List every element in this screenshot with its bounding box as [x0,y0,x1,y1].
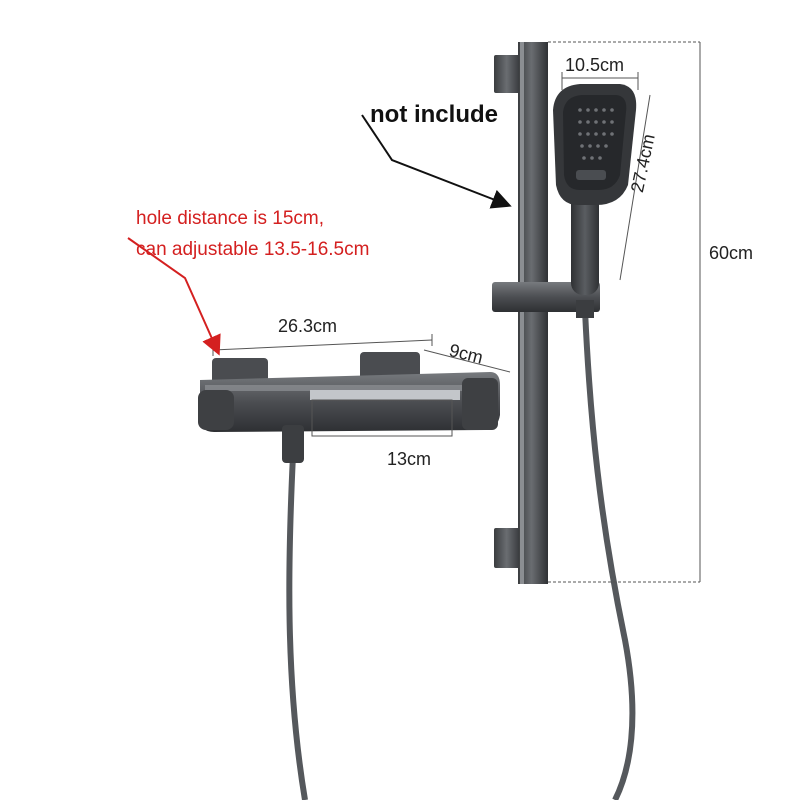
hole-adjust-note: can adjustable 13.5-16.5cm [136,239,370,260]
valve-width-label: 13cm [387,449,432,469]
hole-distance-note: hole distance is 15cm, [136,208,324,229]
not-include-label: not include [370,101,498,128]
rail-height-label: 60cm [709,243,754,263]
slide-rail [494,42,548,584]
shower-head-icon [553,84,637,295]
handshower-hose [582,309,636,802]
arrow-icon [361,114,512,209]
head-width-label: 10.5cm [565,55,625,75]
thermostatic-mixer [198,352,500,463]
faucet-length-label: 26.3cm [278,316,338,336]
arrow-icon [127,237,221,356]
faucet-hose [286,454,308,801]
